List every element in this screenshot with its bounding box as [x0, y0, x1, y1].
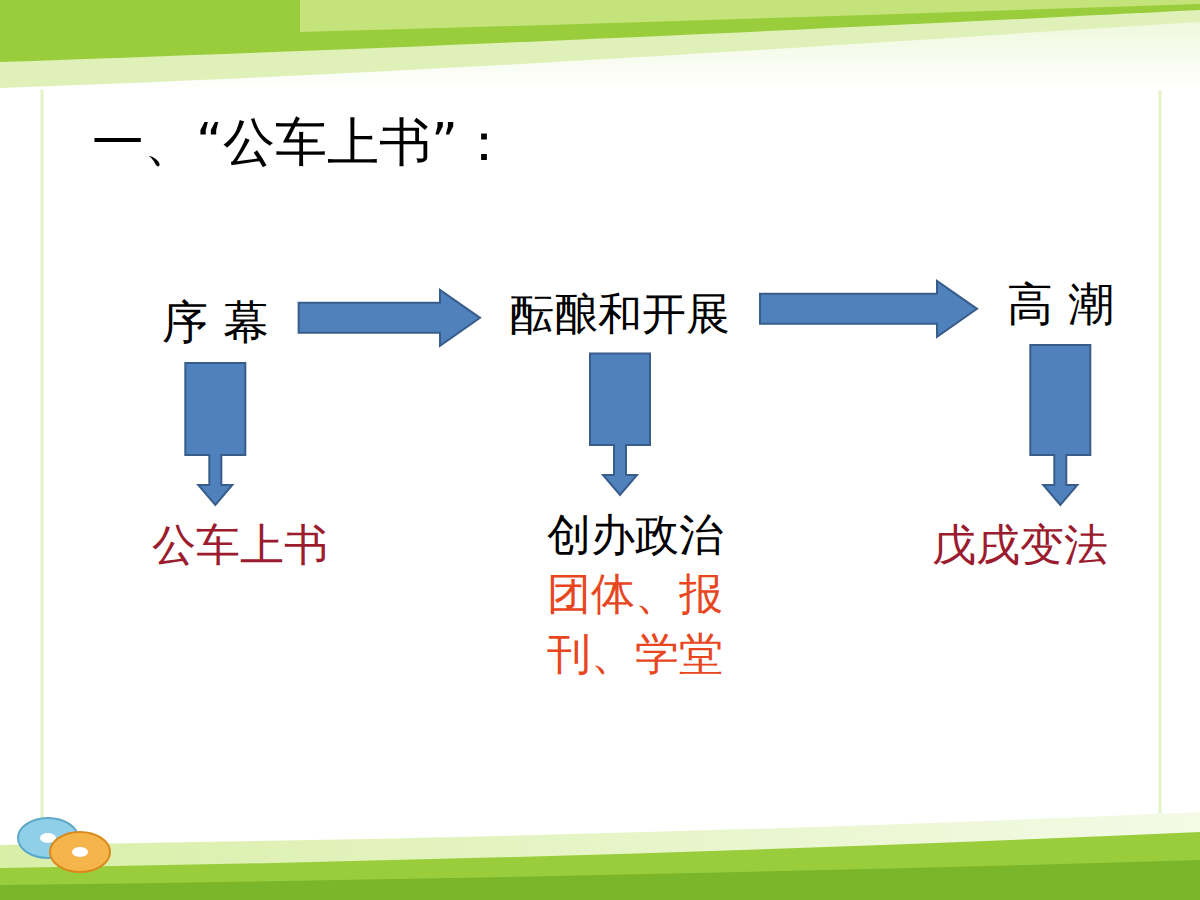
left-rule — [41, 90, 44, 830]
text-node: 高 潮 — [1007, 273, 1114, 335]
stage-label: 高 潮 — [1007, 273, 1114, 335]
top-band — [0, 0, 1200, 90]
top-wave — [0, 0, 1200, 88]
bottom-band — [0, 812, 1200, 900]
stage-label: 序 幕 — [162, 291, 269, 353]
text-node: 序 幕 — [162, 291, 269, 353]
event-label: 创办政治 — [537, 505, 733, 564]
event-label: 戊戌变法 — [932, 515, 1108, 574]
slide-title: 一、“公车上书”： — [92, 108, 510, 178]
block-arrow — [299, 290, 480, 346]
top-highlight — [300, 0, 1200, 32]
top-stripe — [0, 0, 1200, 62]
stage-label: 酝酿和开展 — [510, 284, 730, 343]
bottom-stripe — [0, 832, 1200, 900]
event-label: 公车上书 — [152, 515, 328, 574]
text-node: 戊戌变法 — [932, 515, 1108, 574]
bottom-stripe-dark — [0, 860, 1200, 900]
right-rule — [1159, 90, 1162, 830]
event-detail: 团体、报 刊、学堂 — [537, 564, 733, 683]
block-arrow — [760, 281, 977, 337]
text-node: 创办政治团体、报 刊、学堂 — [537, 505, 733, 683]
text-node: 公车上书 — [152, 515, 328, 574]
disc-icon — [18, 818, 110, 872]
block-arrow — [185, 363, 245, 505]
block-arrow — [590, 353, 650, 495]
text-node: 酝酿和开展 — [510, 284, 730, 343]
block-arrow — [1030, 345, 1090, 505]
